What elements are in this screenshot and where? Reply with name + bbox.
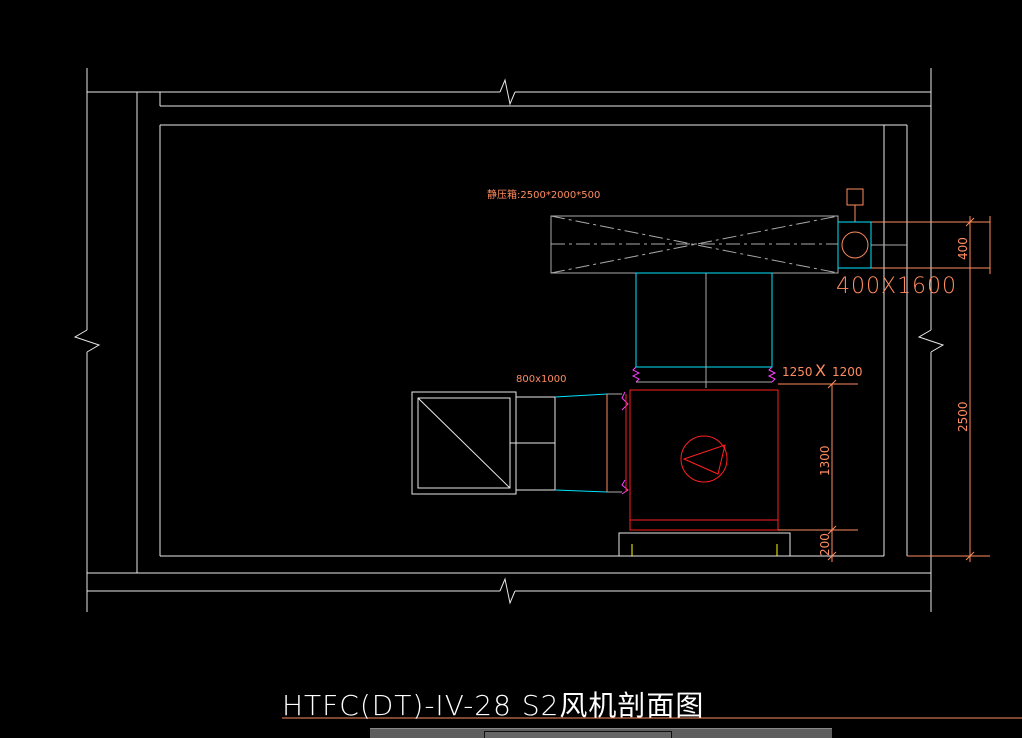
flex-connectors — [621, 366, 777, 495]
dimension-lines — [778, 216, 991, 562]
structure-lines — [73, 68, 945, 612]
drawing-title: HTFC(DT)-IV-28 S2风机剖面图 — [282, 689, 705, 722]
dim-fan-height: 1300 — [818, 445, 832, 476]
fan-outlet-w: 1250 — [782, 365, 813, 379]
dim-total: 2500 — [956, 401, 970, 432]
plenum-box[interactable] — [550, 215, 839, 274]
plenum-label: 静压箱:2500*2000*500 — [487, 188, 600, 201]
fan-outlet-x: X — [815, 361, 826, 380]
fan-box[interactable] — [625, 389, 779, 531]
inlet-duct-size: 800x1000 — [516, 374, 566, 385]
outlet-size: 400X1600 — [836, 274, 957, 299]
dim-base: 200 — [818, 533, 832, 556]
inlet-unit[interactable] — [411, 391, 556, 495]
dim-top: 400 — [956, 237, 970, 260]
inlet-duct[interactable] — [554, 393, 622, 493]
fan-base — [618, 532, 791, 557]
fan-outlet-h: 1200 — [832, 365, 863, 379]
command-input[interactable] — [484, 731, 672, 738]
fan-icon — [680, 435, 728, 483]
supply-duct[interactable] — [635, 272, 773, 388]
command-toolbar[interactable] — [370, 728, 832, 738]
